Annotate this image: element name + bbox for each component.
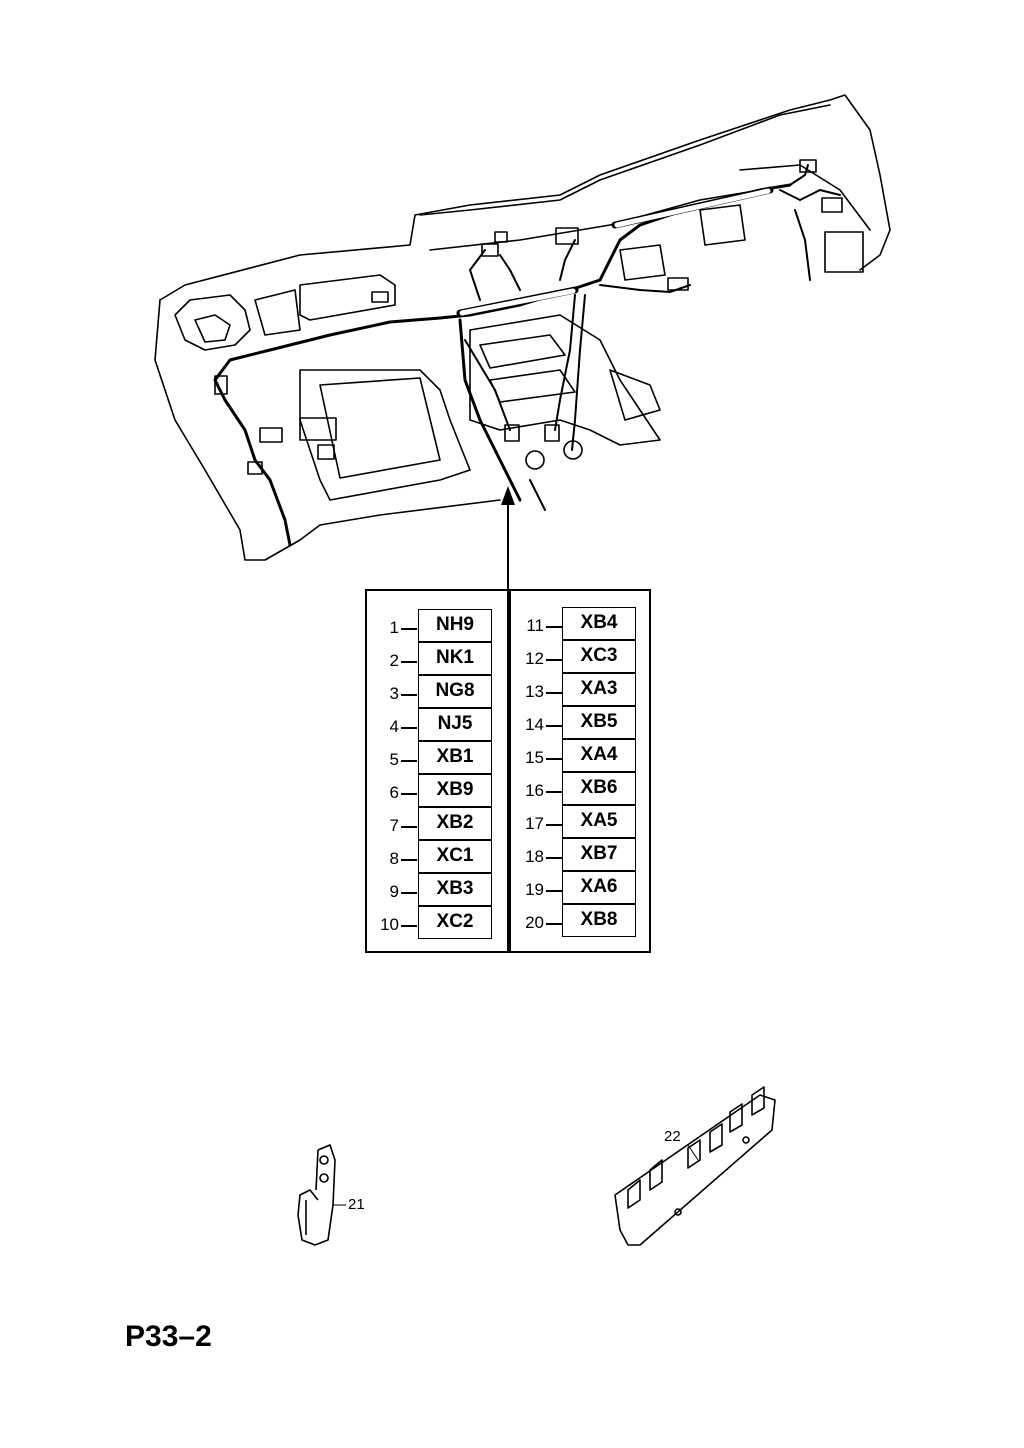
connector-code: NH9 [418, 609, 492, 642]
legend-row: 20 XB8 [512, 904, 652, 937]
item-number: 4 [389, 717, 399, 736]
item-number: 17 [525, 814, 544, 833]
item-number: 3 [389, 684, 399, 703]
legend-row: 8 XC1 [367, 840, 507, 873]
item-number: 9 [389, 882, 399, 901]
connector-code: XB9 [418, 774, 492, 807]
legend-row: 1 NH9 [367, 609, 507, 642]
connector-code: XA3 [562, 673, 636, 706]
legend-row: 11 XB4 [512, 607, 652, 640]
item-number: 19 [525, 880, 544, 899]
item-number: 13 [525, 682, 544, 701]
legend-row: 18 XB7 [512, 838, 652, 871]
item-number: 14 [525, 715, 544, 734]
connector-code: NK1 [418, 642, 492, 675]
connector-code: XB8 [562, 904, 636, 937]
item-number: 1 [389, 618, 399, 637]
legend-row: 14 XB5 [512, 706, 652, 739]
legend-row: 13 XA3 [512, 673, 652, 706]
connector-code: XC1 [418, 840, 492, 873]
pointer-arrowhead [501, 486, 515, 505]
callout-clip: 21 [348, 1196, 365, 1213]
connector-code: XB4 [562, 607, 636, 640]
legend-row: 2 NK1 [367, 642, 507, 675]
item-number: 16 [525, 781, 544, 800]
dashboard-outline [159, 94, 891, 301]
connector-code: XB2 [418, 807, 492, 840]
fuse-bracket-part [614, 1086, 776, 1246]
legend-row: 19 XA6 [512, 871, 652, 904]
legend-row: 15 XA4 [512, 739, 652, 772]
connector-code: XA6 [562, 871, 636, 904]
item-number: 2 [389, 651, 399, 670]
legend-row: 12 XC3 [512, 640, 652, 673]
item-number: 5 [389, 750, 399, 769]
legend-row: 6 XB9 [367, 774, 507, 807]
connector-code: XB6 [562, 772, 636, 805]
legend-row: 3 NG8 [367, 675, 507, 708]
page-id: P33–2 [125, 1320, 212, 1353]
connector-legend: 1 NH9 2 NK1 3 NG8 4 NJ5 5 XB1 6 XB9 7 XB… [365, 589, 651, 953]
connector-code: XA4 [562, 739, 636, 772]
connector-code: XB5 [562, 706, 636, 739]
item-number: 15 [525, 748, 544, 767]
connector-code: XC3 [562, 640, 636, 673]
connector-code: XB7 [562, 838, 636, 871]
legend-row: 5 XB1 [367, 741, 507, 774]
legend-divider [509, 589, 511, 953]
item-number: 8 [389, 849, 399, 868]
clip-part [297, 1144, 336, 1246]
item-number: 7 [389, 816, 399, 835]
item-number: 11 [526, 616, 544, 635]
connector-code: NJ5 [418, 708, 492, 741]
legend-row: 17 XA5 [512, 805, 652, 838]
legend-row: 7 XB2 [367, 807, 507, 840]
item-number: 20 [525, 913, 544, 932]
connector-code: XB3 [418, 873, 492, 906]
connector-code: XB1 [418, 741, 492, 774]
connector-code: NG8 [418, 675, 492, 708]
legend-row: 16 XB6 [512, 772, 652, 805]
legend-row: 4 NJ5 [367, 708, 507, 741]
connector-code: XA5 [562, 805, 636, 838]
console-outline [299, 369, 471, 501]
legend-row: 9 XB3 [367, 873, 507, 906]
item-number: 12 [525, 649, 544, 668]
item-number: 18 [525, 847, 544, 866]
legend-row: 10 XC2 [367, 906, 507, 939]
callout-bracket: 22 [664, 1128, 681, 1145]
item-number: 6 [389, 783, 399, 802]
connector-code: XC2 [418, 906, 492, 939]
item-number: 10 [380, 915, 399, 934]
